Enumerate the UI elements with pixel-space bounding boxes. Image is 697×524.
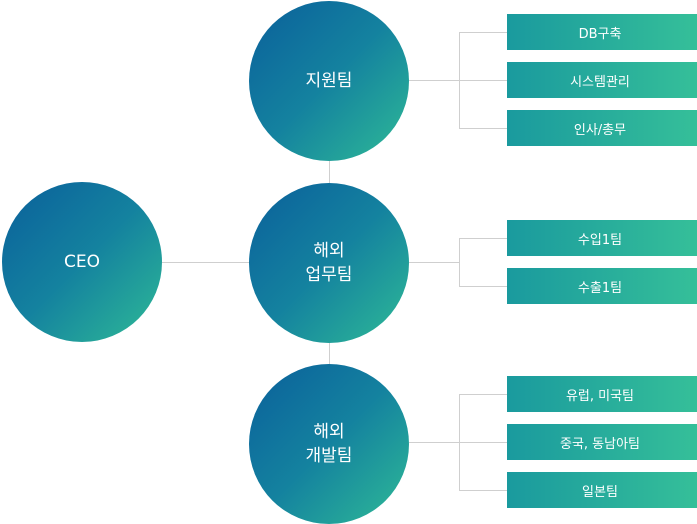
team-label: 유럽, 미국팀	[565, 388, 635, 404]
dept-label-line: 지원팀	[305, 71, 353, 91]
dept-node-overseas-business: 해외 업무팀	[249, 183, 409, 343]
team-box: 중국, 동남아팀	[507, 424, 697, 460]
dept-node-support: 지원팀	[249, 1, 409, 161]
dept-label-line: 해외	[313, 422, 345, 442]
ceo-node: CEO	[2, 182, 162, 342]
team-box: DB구축	[507, 14, 697, 50]
team-label: 시스템관리	[570, 74, 630, 90]
team-label: DB구축	[578, 26, 622, 42]
ceo-label: CEO	[64, 252, 100, 272]
dept-node-overseas-development: 해외 개발팀	[249, 364, 409, 524]
team-label: 일본팀	[582, 484, 618, 500]
team-label: 수입1팀	[577, 232, 623, 248]
team-box: 수입1팀	[507, 220, 697, 256]
team-box: 수출1팀	[507, 268, 697, 304]
team-box: 유럽, 미국팀	[507, 376, 697, 412]
team-box: 시스템관리	[507, 62, 697, 98]
team-label: 인사/총무	[573, 122, 627, 138]
team-label: 중국, 동남아팀	[559, 436, 641, 452]
team-box: 일본팀	[507, 472, 697, 508]
dept-label-line: 개발팀	[305, 446, 353, 466]
dept-label-line: 해외	[313, 241, 345, 261]
dept-label-line: 업무팀	[305, 265, 353, 285]
team-box: 인사/총무	[507, 110, 697, 146]
team-label: 수출1팀	[577, 280, 623, 296]
